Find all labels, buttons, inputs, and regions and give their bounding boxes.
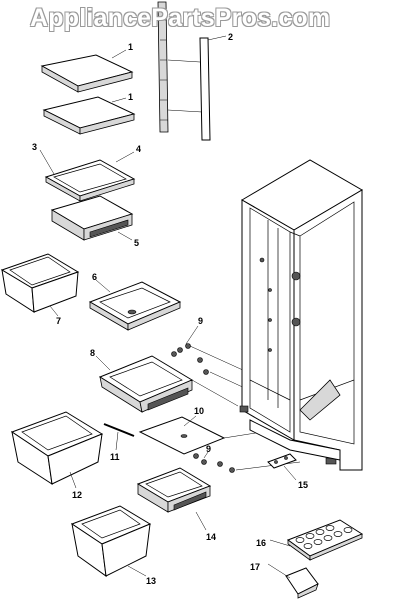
glass-shelf-middle [42,96,136,135]
refrigerator-cabinet [239,159,363,471]
crisper-cover-glass [88,281,182,331]
crisper-pan-lower [70,505,152,578]
callout-label: 5 [134,238,139,248]
callout-label: 6 [92,272,97,282]
callout-label: 11 [110,452,120,462]
divider-rod [103,423,135,437]
crisper-pan-large [10,411,104,486]
slide-out-drawer-small [50,195,134,241]
callout-label: 10 [194,406,204,416]
callout-label: 9 [198,316,203,326]
callout-label: 14 [206,532,216,542]
callout-label: 4 [136,144,141,154]
shelf-ladder-rail [157,1,211,141]
ice-scoop [285,567,319,599]
callout-label: 16 [256,538,266,548]
callout-label: 9 [206,444,211,454]
drawer-frame-upper [98,355,194,413]
callout-label: 13 [146,576,156,586]
watermark-logo: AppliancePartsPros.com [30,4,331,32]
crisper-glass-panel [138,416,226,455]
shelf-frame [44,159,136,202]
callout-label: 7 [56,316,61,326]
callout-label: 3 [32,142,37,152]
callout-label: 2 [228,32,233,42]
callout-label: 17 [250,562,260,572]
drawer-frame-lower [136,467,212,513]
egg-tray [286,519,364,561]
crisper-pan-small [0,253,80,313]
callout-label: 8 [90,348,95,358]
callout-label: 1 [128,42,133,52]
callout-label: 15 [298,480,308,490]
hinge-bracket [267,453,297,469]
glass-shelf-upper [40,54,134,93]
callout-label: 12 [72,490,82,500]
leader-lines [39,35,297,579]
callout-label: 1 [128,92,133,102]
